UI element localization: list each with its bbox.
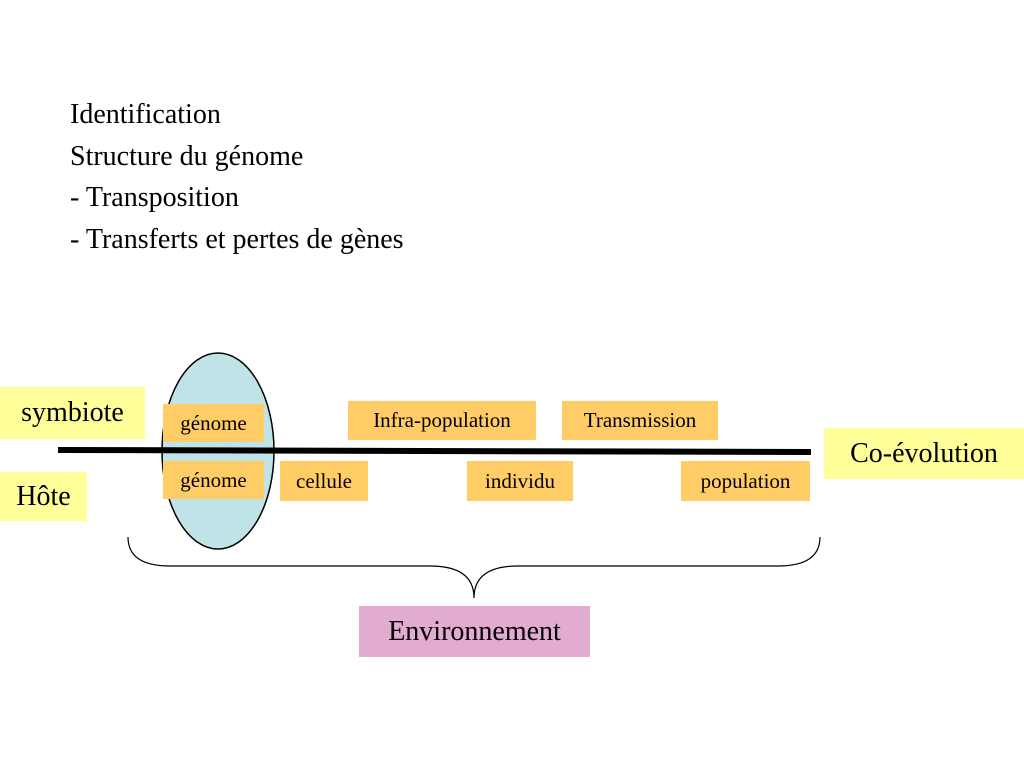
intro-line: Structure du génome <box>70 140 304 172</box>
environnement-box: Environnement <box>359 606 590 657</box>
individu-box: individu <box>467 461 573 501</box>
intro-text: Identification Structure du génome - Tra… <box>70 94 404 260</box>
host-symbiont-axis <box>57 447 812 455</box>
hote-label: Hôte <box>0 472 87 521</box>
cellule-box: cellule <box>280 461 368 501</box>
transmission-box: Transmission <box>562 401 718 440</box>
environment-brace <box>127 536 821 599</box>
coevolution-label: Co-évolution <box>824 428 1024 479</box>
population-box: population <box>681 461 810 501</box>
symbiote-label: symbiote <box>0 387 145 439</box>
intro-line: - Transposition <box>70 182 239 213</box>
infra-population-box: Infra-population <box>348 401 536 440</box>
host-genome-box: génome <box>163 461 264 499</box>
symbiote-genome-box: génome <box>163 404 264 442</box>
intro-line: - Transferts et pertes de gènes <box>70 223 404 255</box>
intro-line: Identification <box>70 99 221 130</box>
